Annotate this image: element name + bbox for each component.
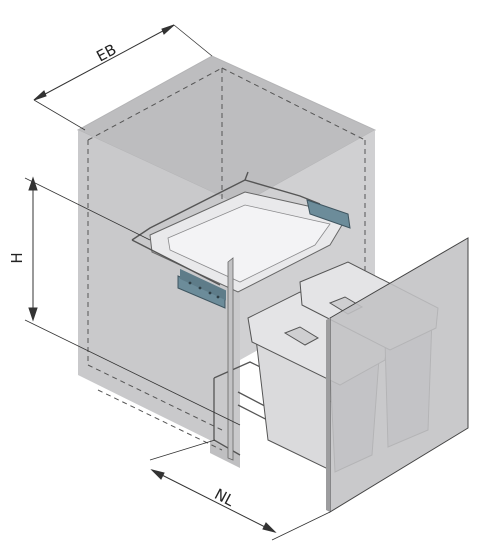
cabinet-toe-kick <box>210 440 240 468</box>
bin-large-handle <box>283 326 320 346</box>
cabinet-left-side <box>78 130 240 455</box>
front-panel-edge <box>326 318 330 512</box>
bracket-left-top <box>180 268 226 301</box>
front-panel-left-edge <box>227 257 234 461</box>
dimension-eb <box>33 24 213 131</box>
frame-tray-inner <box>167 204 331 283</box>
dimension-label-nl: NL <box>211 485 237 510</box>
dimension-label-h: H <box>8 252 26 263</box>
pullout-frame <box>131 171 351 309</box>
dimension-h <box>24 176 241 426</box>
front-panel <box>227 237 469 513</box>
dimension-nl <box>149 439 331 541</box>
frame-rail-right <box>244 179 321 205</box>
frame-rail-left <box>131 171 249 241</box>
bracket-right <box>306 199 351 229</box>
dimension-label-eb: EB <box>93 40 119 65</box>
